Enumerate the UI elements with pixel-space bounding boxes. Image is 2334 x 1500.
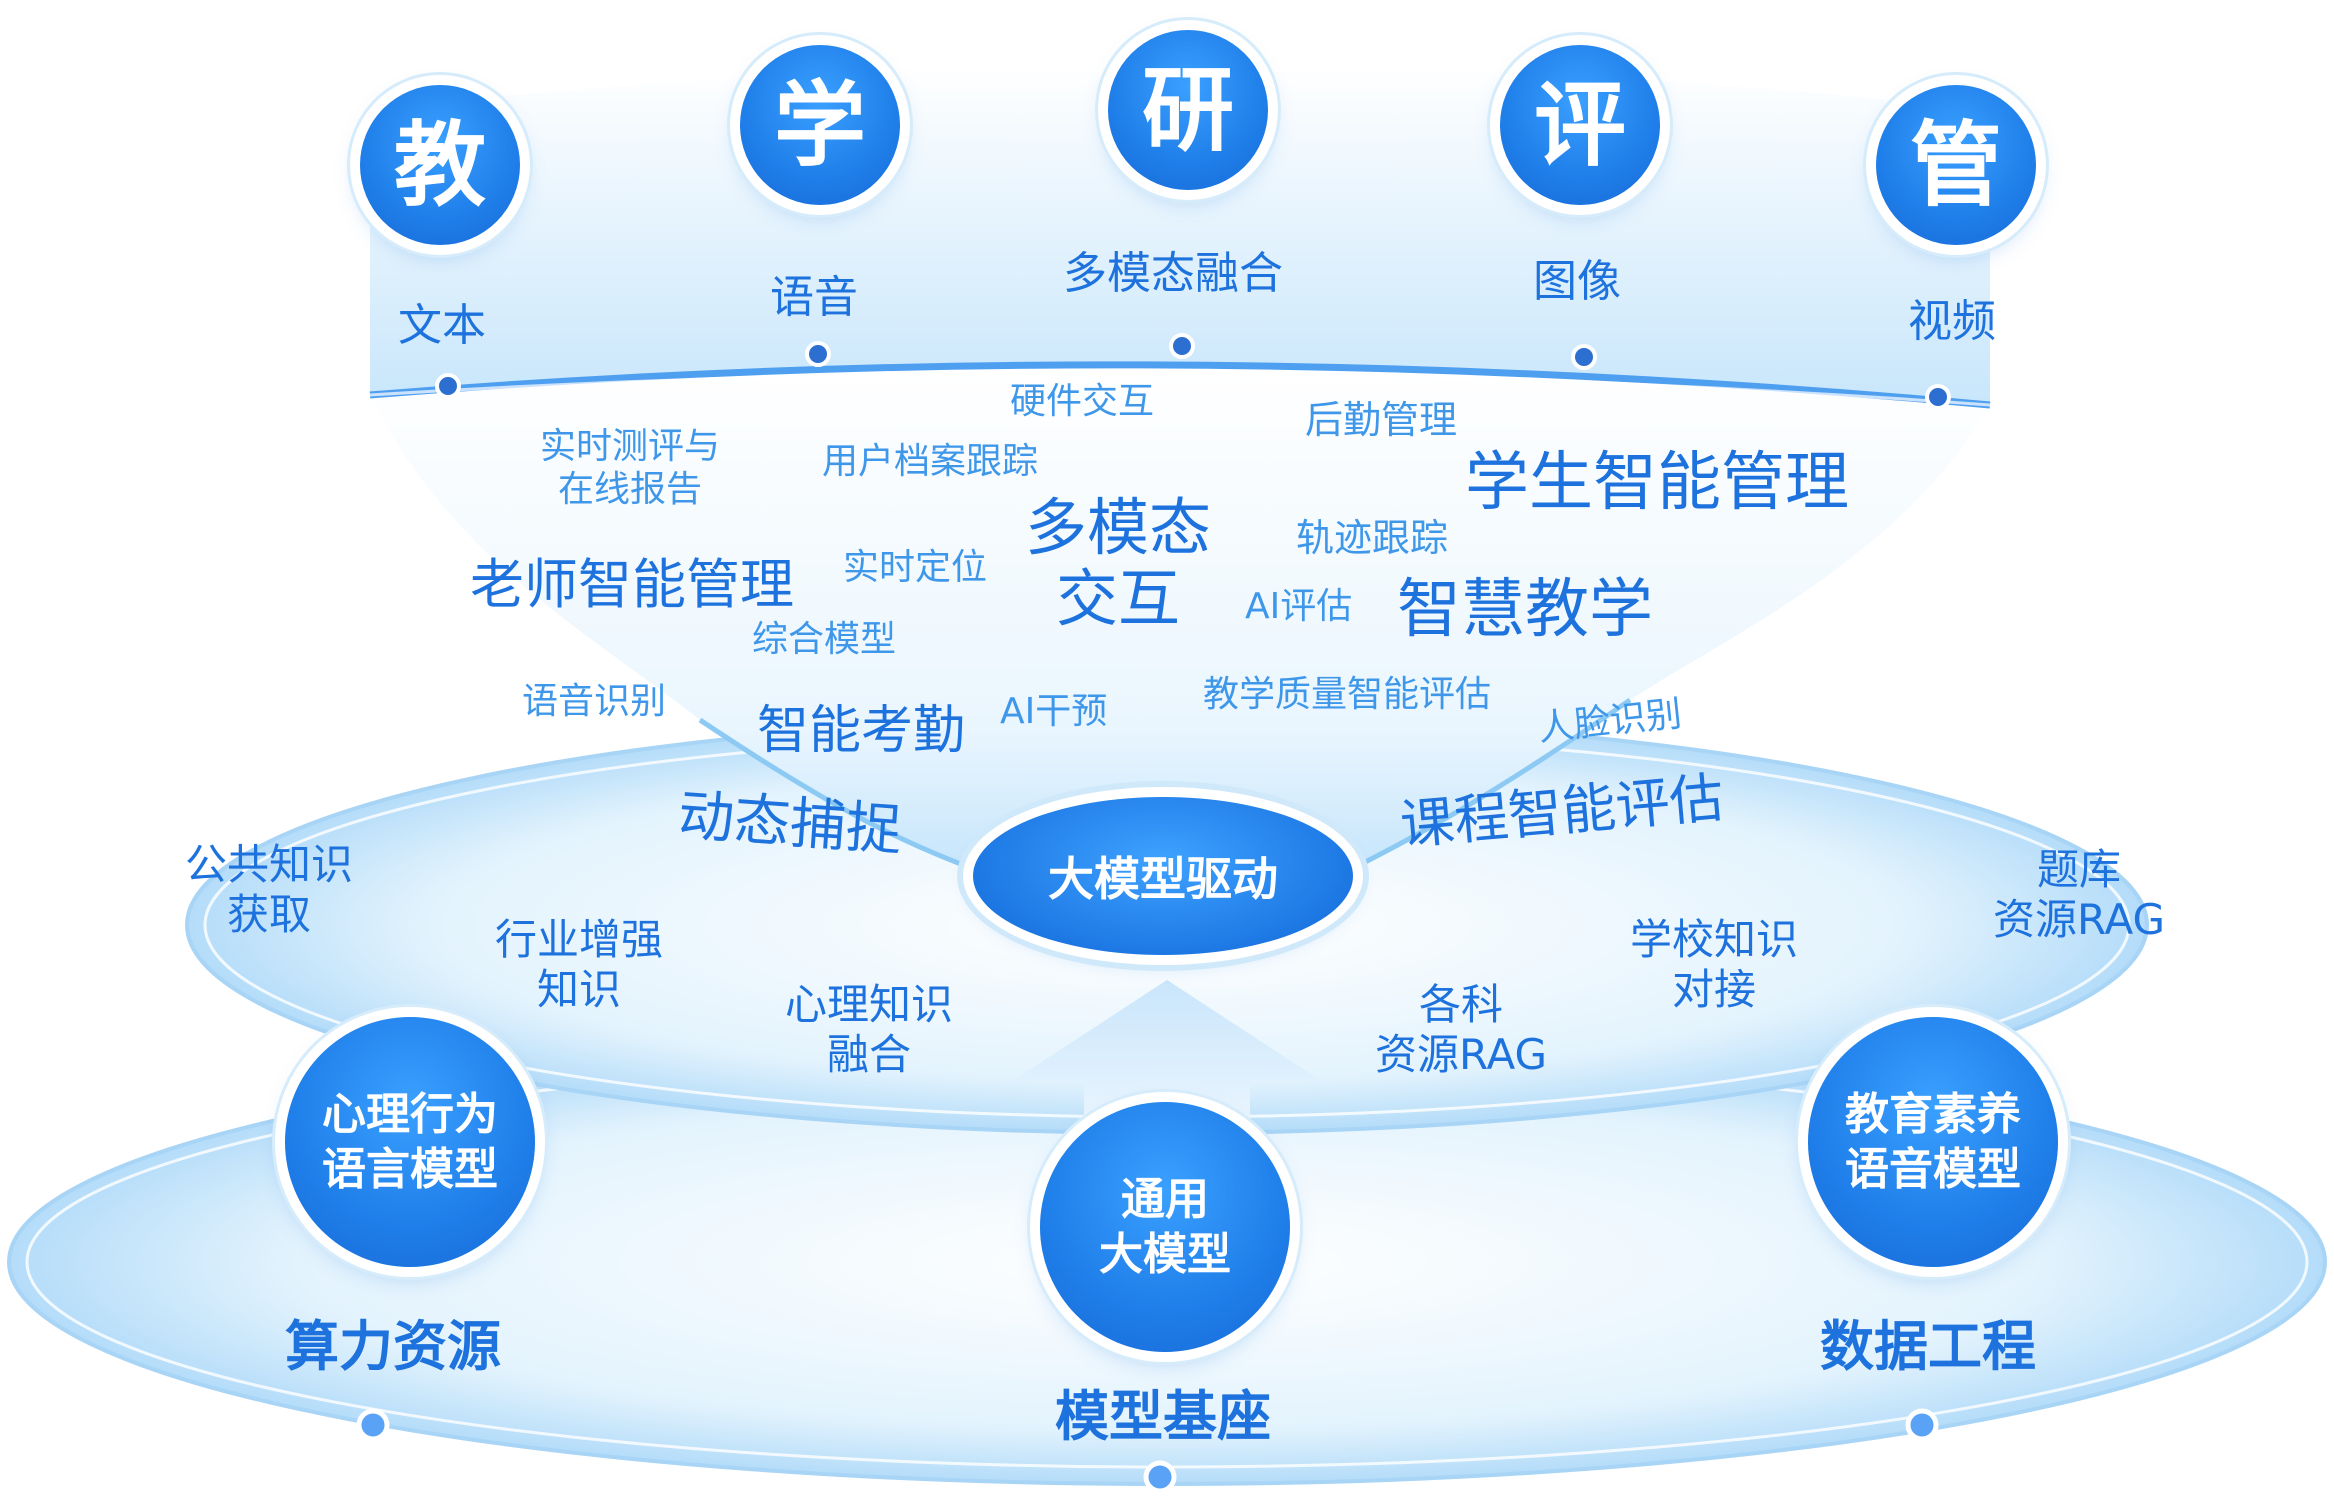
cloud-teaching-quality: 教学质量智能评估 — [1203, 674, 1492, 715]
circle-jiao: 教 — [360, 85, 520, 245]
circle-ping: 评 — [1500, 45, 1660, 205]
cloud-smart-teaching: 智慧教学 — [1397, 573, 1653, 647]
model-edu-literacy: 教育素养 语音模型 — [1808, 1017, 2058, 1267]
cloud-teacher-mgmt: 老师智能管理 — [470, 553, 794, 616]
modality-dot — [1925, 384, 1951, 410]
circle-xue: 学 — [740, 45, 900, 205]
knowledge-public: 公共知识 获取 — [185, 840, 354, 940]
cloud-realtime-pos: 实时定位 — [843, 547, 988, 588]
base-dot — [356, 1408, 390, 1442]
knowledge-subject-rag: 各科 资源RAG — [1375, 980, 1548, 1080]
cloud-multimodal-interaction: 多模态 交互 — [1025, 491, 1212, 636]
cloud-ai-eval: AI评估 — [1245, 586, 1353, 627]
modality-dot — [805, 341, 831, 367]
base-dot — [1905, 1408, 1939, 1442]
base-model-foundation: 模型基座 — [1055, 1385, 1271, 1448]
model-psych-behavior: 心理行为 语言模型 — [285, 1017, 535, 1267]
center-llm-driven: 大模型驱动 — [973, 797, 1353, 955]
cloud-attendance: 智能考勤 — [757, 701, 966, 761]
modality-image: 图像 — [1533, 256, 1621, 307]
cloud-student-mgmt: 学生智能管理 — [1465, 446, 1849, 520]
knowledge-school: 学校知识 对接 — [1630, 915, 1799, 1015]
knowledge-industry: 行业增强 知识 — [495, 915, 664, 1015]
modality-dot — [1169, 333, 1195, 359]
base-dot — [1143, 1460, 1177, 1494]
circle-yan: 研 — [1108, 30, 1268, 190]
model-general-llm: 通用 大模型 — [1040, 1102, 1290, 1352]
cloud-hardware: 硬件交互 — [1010, 381, 1155, 422]
cloud-track: 轨迹跟踪 — [1296, 516, 1449, 560]
cloud-ai-intervene: AI干预 — [1000, 691, 1108, 732]
cloud-realtime-eval: 实时测评与 在线报告 — [540, 426, 721, 511]
cloud-logistics: 后勤管理 — [1305, 398, 1458, 442]
cloud-composite: 综合模型 — [752, 619, 897, 660]
knowledge-psych: 心理知识 融合 — [785, 980, 954, 1080]
modality-video: 视频 — [1908, 296, 1996, 347]
circle-guan: 管 — [1876, 85, 2036, 245]
modality-speech: 语音 — [770, 272, 858, 323]
modality-text: 文本 — [398, 300, 486, 351]
base-compute: 算力资源 — [285, 1315, 501, 1378]
modality-multimodal: 多模态融合 — [1063, 248, 1283, 299]
modality-dot — [1571, 344, 1597, 370]
cloud-user-profile: 用户档案跟踪 — [822, 441, 1039, 482]
modality-dot — [435, 373, 461, 399]
base-data-engineering: 数据工程 — [1820, 1315, 2036, 1378]
cloud-voice-recog: 语音识别 — [522, 681, 667, 722]
knowledge-question-rag: 题库 资源RAG — [1993, 845, 2166, 945]
